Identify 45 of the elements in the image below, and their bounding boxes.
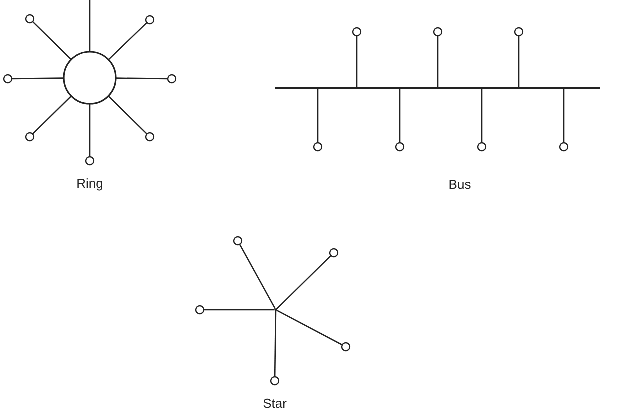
connector-line	[89, 0, 91, 52]
topology-label: Star	[263, 396, 287, 411]
connector-line	[276, 310, 343, 346]
connector-line	[116, 78, 168, 80]
connector-line	[317, 89, 319, 143]
terminal-circle	[329, 248, 339, 258]
terminal-circle	[395, 142, 405, 152]
connector-line	[274, 311, 277, 377]
connector-line	[518, 36, 520, 87]
connector-line	[276, 255, 332, 310]
hub-point	[274, 308, 278, 312]
terminal-circle	[25, 14, 35, 24]
terminal-circle	[233, 236, 243, 246]
terminal-circle	[270, 376, 280, 386]
terminal-circle	[559, 142, 569, 152]
connector-line	[563, 89, 565, 143]
connector-line	[481, 89, 483, 143]
terminal-circle	[85, 156, 95, 166]
connector-line	[356, 36, 358, 87]
connector-line	[239, 244, 276, 310]
connector-line	[32, 96, 72, 135]
terminal-circle	[477, 142, 487, 152]
terminal-circle	[25, 132, 35, 142]
connector-line	[399, 89, 401, 143]
bus-line	[275, 87, 600, 89]
terminal-circle	[341, 342, 351, 352]
connector-line	[437, 36, 439, 87]
connector-line	[108, 22, 148, 60]
connector-line	[108, 96, 148, 135]
terminal-circle	[195, 305, 205, 315]
terminal-circle	[145, 15, 155, 25]
ring-circle	[63, 51, 117, 105]
connector-line	[204, 309, 275, 311]
topology-label: Bus	[448, 177, 472, 192]
terminal-circle	[433, 27, 443, 37]
connector-line	[32, 21, 72, 60]
topology-label: Ring	[76, 176, 104, 191]
terminal-circle	[514, 27, 524, 37]
connector-line	[89, 104, 91, 157]
terminal-circle	[313, 142, 323, 152]
connector-line	[12, 78, 64, 80]
terminal-circle	[352, 27, 362, 37]
terminal-circle	[167, 74, 177, 84]
terminal-circle	[3, 74, 13, 84]
terminal-circle	[145, 132, 155, 142]
